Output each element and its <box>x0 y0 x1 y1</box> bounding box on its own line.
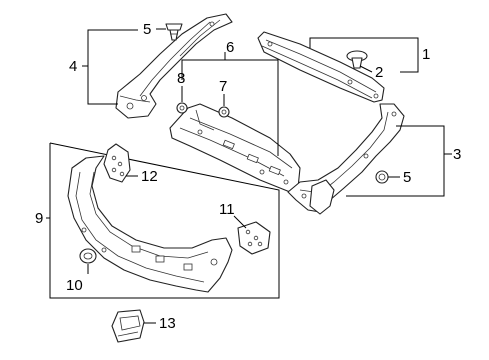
leader-lines <box>46 28 452 324</box>
clip-fastener-7 <box>218 106 230 118</box>
left-pillar-trim <box>115 13 233 119</box>
callout-5-top: 5 <box>143 21 151 38</box>
callout-7: 7 <box>219 78 227 95</box>
bracket-11 <box>237 221 271 255</box>
clip-fastener-8 <box>176 102 188 114</box>
rear-header-trim <box>257 31 385 103</box>
callout-6: 6 <box>226 39 234 56</box>
clip-fastener-right <box>375 170 389 184</box>
callout-5-right: 5 <box>403 169 411 186</box>
tailgate-trim-group-box <box>49 142 280 299</box>
handle-13 <box>111 309 145 343</box>
callout-13: 13 <box>159 315 176 332</box>
right-pillar-trim <box>287 103 405 215</box>
callout-10: 10 <box>66 277 83 294</box>
callout-11: 11 <box>219 201 235 218</box>
callout-12: 12 <box>141 168 158 185</box>
callout-labels: 1 2 3 4 5 5 6 7 8 9 10 11 12 13 <box>35 21 461 332</box>
callout-3: 3 <box>453 146 461 163</box>
callout-1: 1 <box>422 46 430 63</box>
callout-8: 8 <box>177 70 185 87</box>
callout-9: 9 <box>35 210 43 227</box>
tailgate-lower-trim <box>67 155 233 293</box>
back-panel-trim <box>169 103 301 193</box>
clip-fastener-10 <box>79 248 97 264</box>
callout-2: 2 <box>375 64 383 81</box>
callout-4: 4 <box>69 58 77 75</box>
clip-fastener-2 <box>346 50 368 69</box>
clip-fastener-top <box>165 23 183 41</box>
